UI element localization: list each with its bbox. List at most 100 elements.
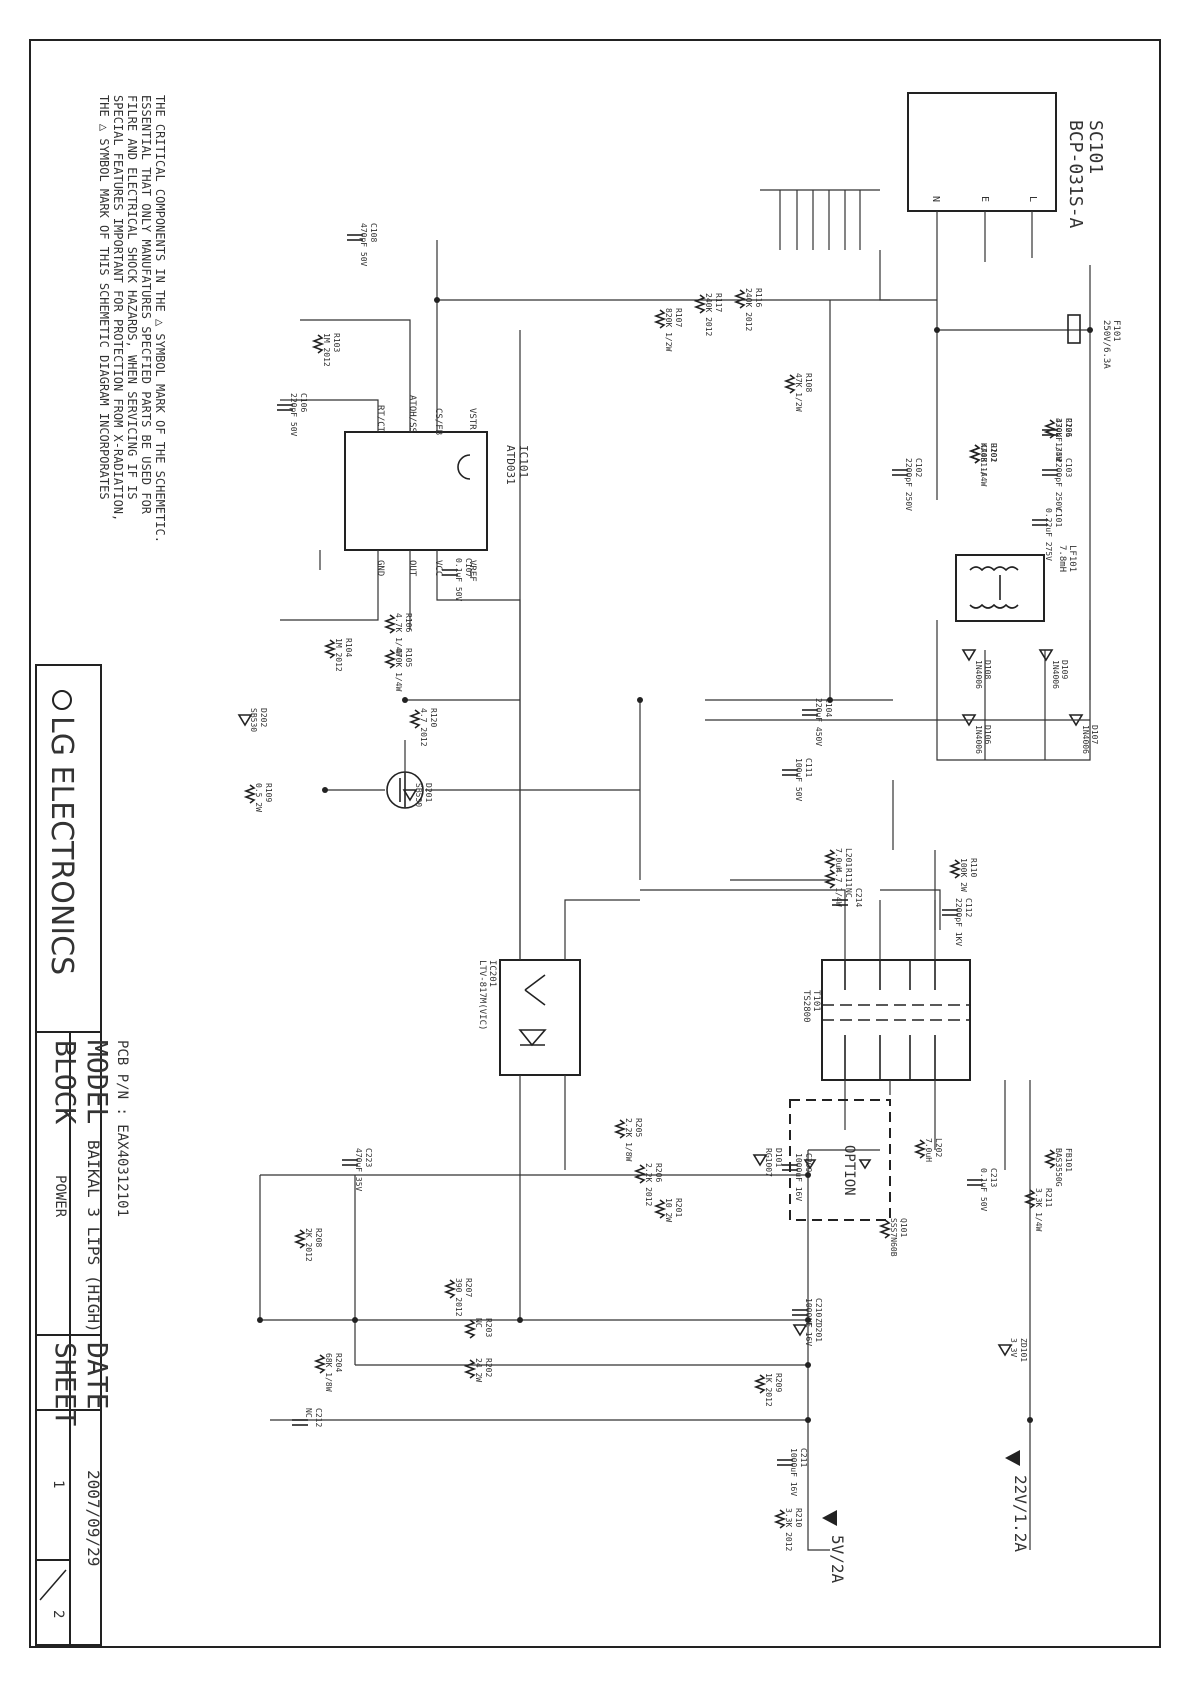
bridge-d106-part: 1N4006 xyxy=(974,725,983,754)
component-value: 470pF 50V xyxy=(359,223,368,267)
component-ref: R104 xyxy=(344,638,353,657)
junction-dot xyxy=(805,1172,811,1178)
component-value: SSS7N60B xyxy=(889,1218,898,1257)
component-value: 7.0uH xyxy=(834,848,843,872)
component-ref: D201 xyxy=(424,783,433,802)
component-ref: R111 xyxy=(844,868,853,887)
component-ref: R204 xyxy=(334,1353,343,1372)
junction-dot xyxy=(805,1417,811,1423)
component-value: 330K 1/4W xyxy=(1054,418,1063,462)
sheet-value: 1 xyxy=(50,1480,66,1488)
ic-pin-out: OUT xyxy=(407,560,417,577)
ac-inlet-connector: SC101 BCP-031S-A N E L xyxy=(907,92,1106,229)
sheet-label: SHEET xyxy=(49,1342,82,1426)
component-ref: C111 xyxy=(804,758,813,777)
component-value: 0.5 2W xyxy=(254,783,263,812)
component-ref: R203 xyxy=(484,1318,493,1337)
component-ref: C211 xyxy=(799,1448,808,1467)
junction-dot xyxy=(637,697,643,703)
optocoupler: IC201 LTV-817M(VIC) xyxy=(477,959,581,1076)
bridge-d107-ref: D107 xyxy=(1090,725,1099,744)
component-value: RG1007 xyxy=(764,1148,773,1177)
component-value: 1K 2012 xyxy=(764,1373,773,1407)
component-ref: D202 xyxy=(259,708,268,727)
option-label: OPTION xyxy=(841,1145,857,1196)
pwm-controller-ic: IC101 ATD031 VSTR CS/FB ATOH/SS RT/CT VR… xyxy=(344,395,530,582)
junction-dot xyxy=(827,697,833,703)
output-5v: 5V/2A xyxy=(822,1510,847,1584)
component-ref: R102 xyxy=(989,443,998,462)
component-value: 100K 2W xyxy=(959,858,968,892)
ic-pin-atoh: ATOH/SS xyxy=(407,395,417,433)
connector-part: BCP-031S-A xyxy=(1065,120,1086,229)
component-ref: C104 xyxy=(824,698,833,717)
component-value: 2.2K 1/8W xyxy=(624,1118,633,1162)
component-value: 470K 1/4W xyxy=(394,648,403,692)
output-22v-label: 22V/1.2A xyxy=(1011,1475,1030,1552)
component-value: SB530 xyxy=(249,708,258,732)
component-ref: R211 xyxy=(1044,1188,1053,1207)
component-value: 68K 1/8W xyxy=(324,1353,333,1392)
component-value: 3.3K 1/4W xyxy=(1034,1188,1043,1232)
model-label: MODEL xyxy=(81,1040,114,1124)
component-ref: C106 xyxy=(299,393,308,412)
component-value: 10 2W xyxy=(664,1198,673,1222)
connector-pin-n: N xyxy=(930,196,941,202)
component-value: 0.22uF 275V xyxy=(1044,508,1053,561)
component-ref: R210 xyxy=(794,1508,803,1527)
component-ref: C210 xyxy=(814,1298,823,1317)
warning-line-5: THE CRITICAL COMPONENTS IN THE △ SYMBOL … xyxy=(153,95,167,543)
component-ref: C103 xyxy=(1064,458,1073,477)
ic-pin-vstr: VSTR xyxy=(467,408,477,430)
component-value: 2K 2012 xyxy=(304,1228,313,1262)
component-value: 3.3K 2012 xyxy=(784,1508,793,1552)
title-block: LG ELECTRONICS MODEL BLOCK BAIKAL 3 LIPS… xyxy=(35,664,130,1646)
component-ref: C108 xyxy=(369,223,378,242)
fuse-value: 250V/6.3A xyxy=(1101,320,1111,369)
component-ref: R206 xyxy=(654,1163,663,1182)
warning-line-1: THE △ SYMBOL MARK OF THIS SCHEMETIC DIAG… xyxy=(97,95,111,500)
component-value: 1M 2012 xyxy=(322,333,331,367)
component-ref: C107 xyxy=(464,558,473,577)
junction-dot xyxy=(517,1317,523,1323)
ic-pin-gnd: GND xyxy=(375,560,385,576)
option-block: OPTION xyxy=(789,1099,891,1221)
component-value: 2200pF 1KV xyxy=(954,898,963,946)
component-ref: R201 xyxy=(674,1198,683,1217)
ic-pin-rtct: RT/CT xyxy=(375,405,385,433)
warning-line-2: SPECIAL FEATURES IMPORTANT FOR PROTECTIO… xyxy=(111,95,125,521)
warning-note: THE △ SYMBOL MARK OF THIS SCHEMETIC DIAG… xyxy=(97,95,167,543)
transformer-ref: T101 xyxy=(811,990,821,1012)
component-value: NC xyxy=(304,1408,313,1418)
component-ref: D101 xyxy=(774,1148,783,1167)
